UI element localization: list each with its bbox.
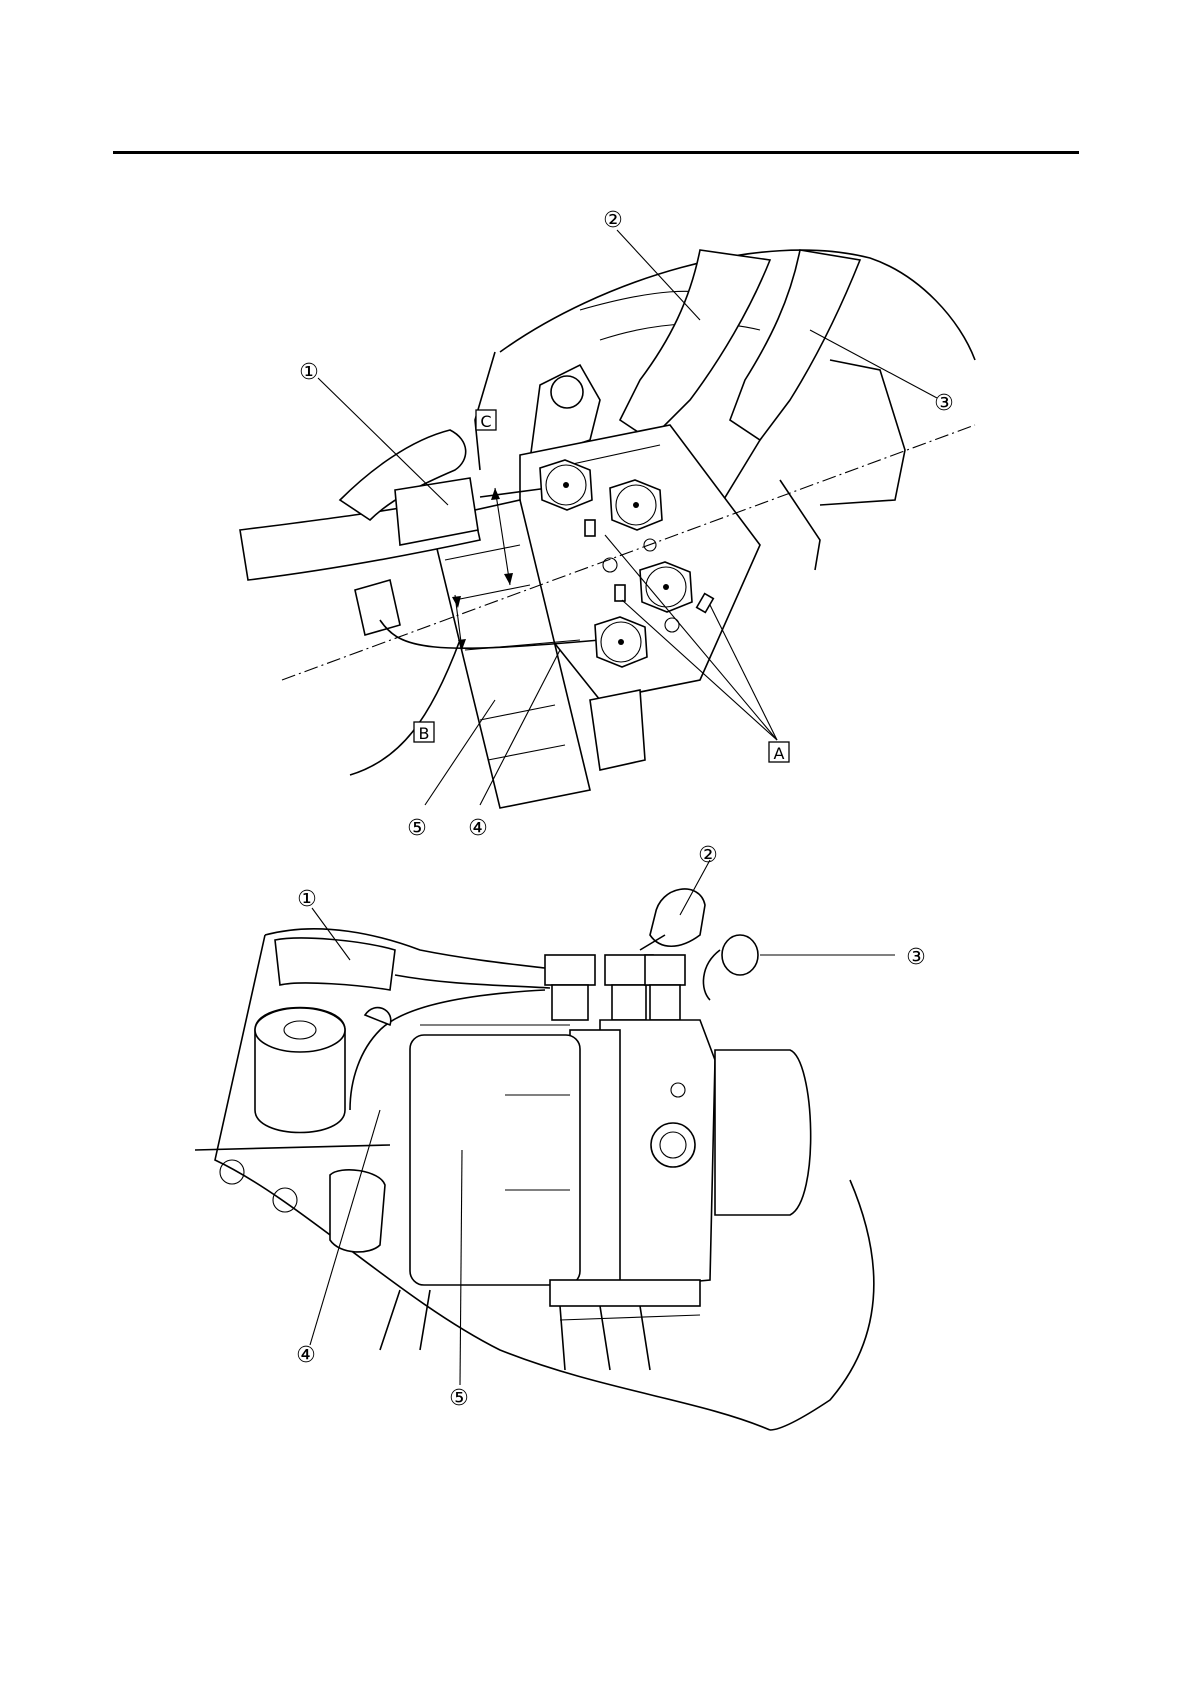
callout-3: ③: [906, 945, 926, 970]
lower-hose: [380, 1290, 430, 1350]
frame-right-block: [820, 360, 905, 505]
lower-bracket: [550, 1280, 700, 1306]
svg-text:C: C: [480, 412, 491, 431]
svg-text:④: ④: [468, 816, 488, 841]
brake-hose-1: [275, 938, 395, 990]
top-figure-abs-unit-view: ① ② ③ ④ ⑤ A B C: [0, 190, 1190, 850]
frame-hole-2: [273, 1188, 297, 1212]
callout-4: ④: [468, 816, 488, 841]
brake-hose-3-end: [722, 935, 758, 975]
callout-5: ⑤: [407, 816, 427, 841]
frame-right-edge: [780, 480, 820, 570]
bracket-line: [560, 1315, 700, 1320]
brake-pipe-3: [703, 950, 720, 1000]
frame-right-curve: [770, 1180, 874, 1430]
pipe-4-clamp: [365, 1008, 391, 1025]
svg-text:②: ②: [698, 843, 718, 868]
frame-line: [195, 1145, 390, 1150]
brake-hose-2: [650, 889, 705, 946]
label-box-A: A: [769, 742, 789, 763]
svg-text:④: ④: [296, 1343, 316, 1368]
svg-text:B: B: [419, 724, 430, 743]
svg-text:②: ②: [603, 208, 623, 233]
svg-text:⑤: ⑤: [407, 816, 427, 841]
port-outer: [651, 1123, 695, 1167]
callout-1: ①: [299, 360, 319, 385]
svg-text:①: ①: [297, 887, 317, 912]
brake-pipe-1: [395, 975, 550, 988]
label-box-B: B: [414, 722, 434, 743]
frame-curve-lower: [350, 640, 460, 775]
svg-text:A: A: [774, 744, 785, 763]
callout-2: ②: [603, 208, 623, 233]
stopper-pin-2: [615, 585, 625, 601]
callout-5: ⑤: [449, 1386, 469, 1411]
frame-slot: [330, 1170, 385, 1252]
svg-text:③: ③: [934, 391, 954, 416]
frame-boss-top: [255, 1008, 345, 1052]
svg-text:①: ①: [299, 360, 319, 385]
hydraulic-unit-ecu: [410, 1035, 580, 1285]
bracket-legs: [560, 1306, 650, 1370]
callout-2: ②: [698, 843, 718, 868]
label-box-C: C: [476, 410, 496, 431]
svg-text:⑤: ⑤: [449, 1386, 469, 1411]
svg-text:③: ③: [906, 945, 926, 970]
bottom-figure-abs-unit-side-view: ① ② ③ ④ ⑤: [0, 840, 1190, 1450]
ecu-connector: [590, 690, 645, 770]
pipe-4-sleeve: [355, 580, 400, 635]
callout-1: ①: [297, 887, 317, 912]
bracket-bolt: [551, 376, 583, 408]
frame-hole-1: [220, 1160, 244, 1184]
header-rule: [113, 151, 1079, 154]
callout-3: ③: [934, 391, 954, 416]
pump-motor: [715, 1050, 811, 1215]
callout-4: ④: [296, 1343, 316, 1368]
top-union-bolts: [545, 955, 685, 1020]
stopper-pin-1: [585, 520, 595, 536]
